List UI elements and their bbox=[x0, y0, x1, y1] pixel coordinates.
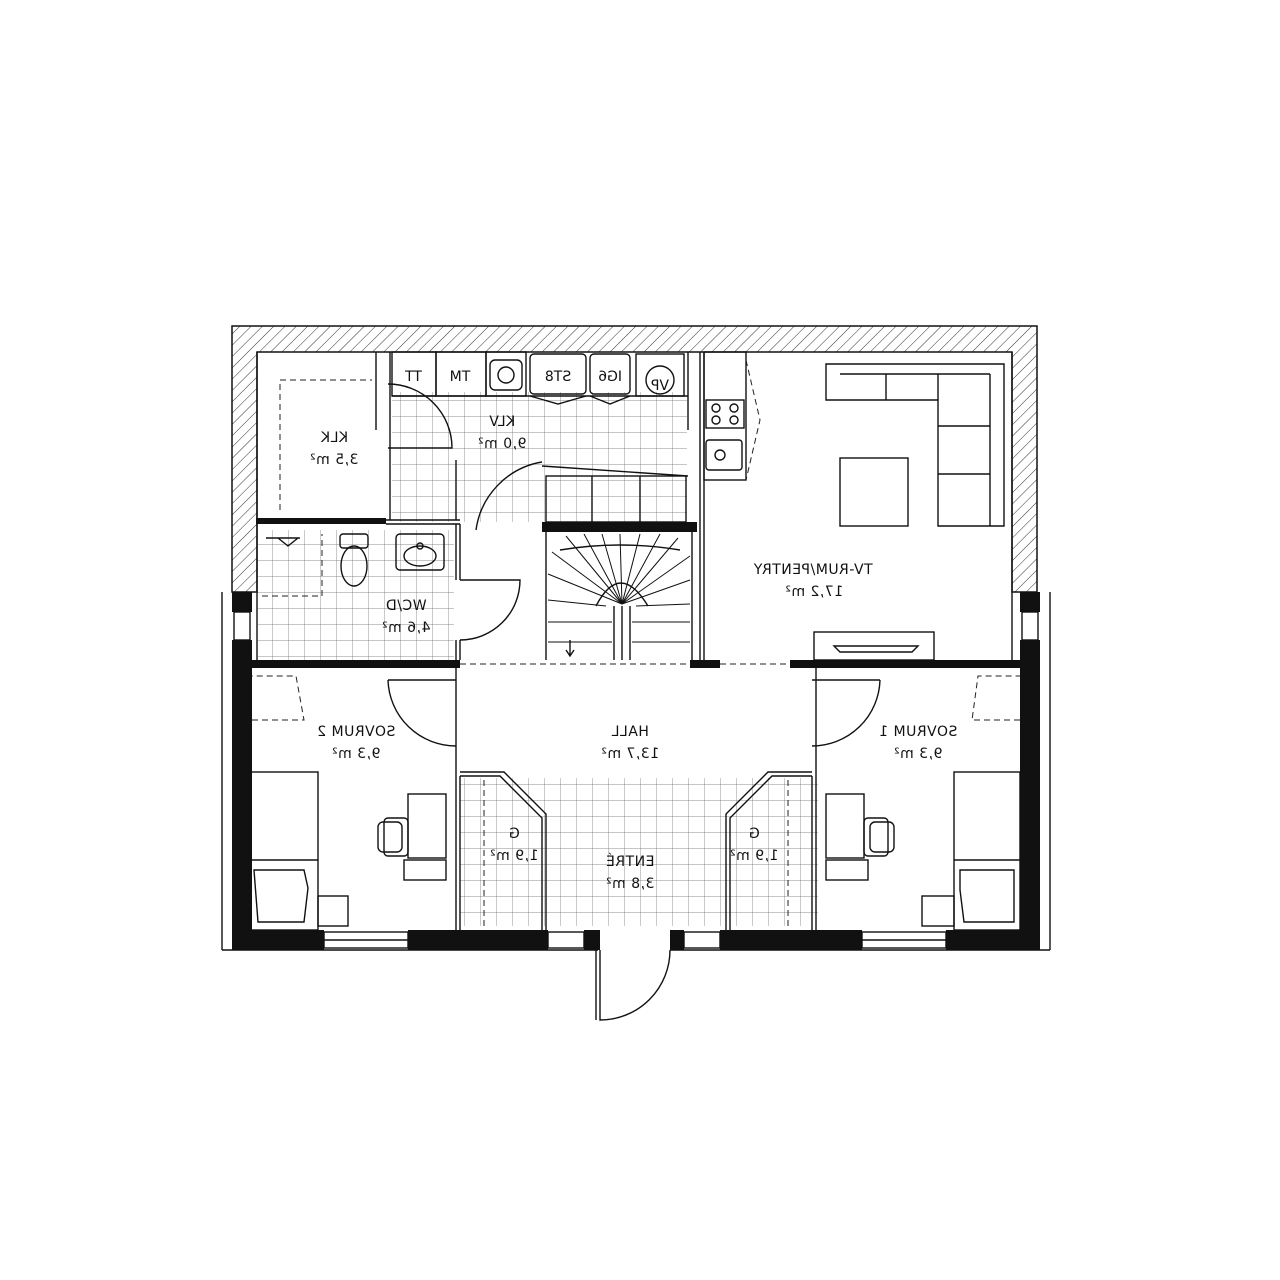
bedroom-2-furniture bbox=[247, 675, 447, 931]
tag-tm: TM bbox=[450, 369, 472, 385]
room-hall-name: HALL bbox=[611, 724, 649, 740]
kitchenette bbox=[703, 351, 761, 481]
sofa bbox=[825, 363, 1005, 527]
room-klv-area: 9,0 m² bbox=[478, 436, 527, 452]
tag-ig6: IG6 bbox=[598, 369, 622, 385]
room-hall-area: 13,7 m² bbox=[601, 746, 659, 762]
room-tv-name: TV-RUM/PENTRY bbox=[753, 562, 873, 578]
room-sov1-name: SOVRUM 1 bbox=[879, 724, 958, 740]
room-wcd-area: 4,6 m² bbox=[382, 620, 431, 636]
room-klk-area: 3,5 m² bbox=[310, 452, 359, 468]
desk-left bbox=[407, 793, 447, 859]
room-entre-name: ENTRÉ bbox=[606, 853, 655, 870]
bed-left bbox=[247, 771, 319, 931]
room-klv-name: KLV bbox=[489, 414, 516, 430]
doors bbox=[387, 383, 881, 1021]
room-g-left-name: G bbox=[508, 826, 519, 842]
room-sov2-area: 9,3 m² bbox=[332, 746, 381, 762]
room-g-right-area: 1,9 m² bbox=[730, 848, 779, 864]
windows bbox=[233, 611, 1039, 949]
chair-left bbox=[377, 821, 403, 853]
room-tv-area: 17,2 m² bbox=[785, 584, 843, 600]
tiled-floors bbox=[258, 392, 818, 926]
bed-right bbox=[953, 771, 1021, 931]
desk-right bbox=[825, 793, 865, 859]
appliance-tags: TT TM ST8 IG6 VP bbox=[405, 369, 669, 394]
room-entre-area: 3,8 m² bbox=[606, 876, 655, 892]
tag-st8: ST8 bbox=[545, 369, 571, 385]
toilet-bowl bbox=[340, 545, 368, 587]
bedroom-1-furniture bbox=[825, 675, 1021, 931]
toilet-tank bbox=[339, 533, 369, 549]
tag-tt: TT bbox=[405, 369, 423, 385]
coffee-table bbox=[839, 457, 909, 527]
tv-room-furniture bbox=[813, 363, 1005, 661]
room-g-right-name: G bbox=[748, 826, 759, 842]
closet-shelf bbox=[279, 379, 372, 510]
room-g-left-area: 1,9 m² bbox=[490, 848, 539, 864]
cabinet-ig6 bbox=[589, 353, 631, 395]
cabinet-st8 bbox=[529, 353, 587, 395]
tag-vp: VP bbox=[651, 378, 669, 394]
staircase bbox=[547, 533, 691, 660]
laundry-appliances bbox=[391, 351, 689, 523]
room-sov2-name: SOVRUM 2 bbox=[317, 724, 396, 740]
stove bbox=[705, 399, 745, 429]
interior-walls bbox=[252, 352, 1020, 930]
kitchen-sink bbox=[705, 439, 743, 471]
exterior-walls bbox=[221, 592, 1051, 951]
room-wcd-name: WC/D bbox=[385, 598, 426, 614]
shower-head bbox=[266, 537, 300, 547]
tv-bench bbox=[813, 631, 935, 661]
room-labels: KLK 3,5 m² KLV 9,0 m² WC/D 4,6 m² TV-RUM… bbox=[310, 414, 958, 892]
washbasin bbox=[395, 533, 445, 571]
room-sov1-area: 9,3 m² bbox=[894, 746, 943, 762]
chair-right bbox=[869, 821, 895, 853]
bathroom-fixtures bbox=[262, 533, 445, 597]
room-klk-name: KLK bbox=[320, 430, 348, 446]
